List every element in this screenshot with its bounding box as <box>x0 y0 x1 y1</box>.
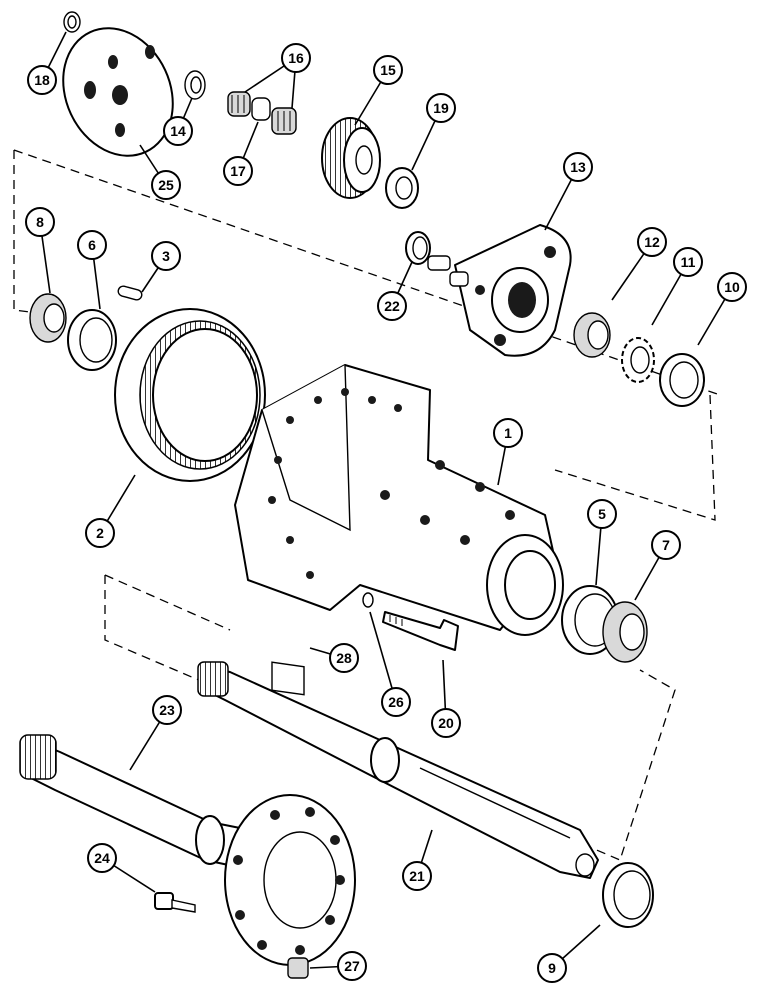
bearing-cup-inner <box>67 309 117 371</box>
housing-bolt <box>382 611 459 651</box>
callout-1: 1 <box>493 418 523 448</box>
svg-text:2: 2 <box>96 525 104 541</box>
callout-15: 15 <box>373 55 403 85</box>
thrust-washer <box>184 70 206 100</box>
wheel-nut <box>287 957 309 979</box>
axle-housing <box>234 364 564 636</box>
svg-text:7: 7 <box>662 537 670 553</box>
bolt-washer <box>362 592 374 608</box>
svg-text:3: 3 <box>162 248 170 264</box>
svg-text:8: 8 <box>36 214 44 230</box>
lock-nut <box>573 312 611 358</box>
callout-16: 16 <box>281 43 311 73</box>
callout-24: 24 <box>87 843 117 873</box>
callout-14: 14 <box>163 116 193 146</box>
svg-text:22: 22 <box>384 298 400 314</box>
callout-19: 19 <box>426 93 456 123</box>
svg-text:14: 14 <box>170 123 186 139</box>
svg-text:21: 21 <box>409 868 425 884</box>
callout-20: 20 <box>431 708 461 738</box>
seal-ring <box>659 353 705 407</box>
gear-washer <box>385 167 419 209</box>
small-washer <box>63 11 81 33</box>
lock-washer <box>621 337 655 383</box>
callout-3: 3 <box>151 241 181 271</box>
callout-25: 25 <box>151 170 181 200</box>
callout-5: 5 <box>587 499 617 529</box>
callout-28: 28 <box>329 643 359 673</box>
svg-text:11: 11 <box>681 254 696 270</box>
dowel-pin <box>117 285 143 301</box>
svg-text:24: 24 <box>94 850 110 866</box>
outer-axle-shaft <box>19 734 356 966</box>
svg-text:15: 15 <box>380 62 396 78</box>
bearing-cone-outer <box>602 601 648 663</box>
needle-bearings <box>227 91 297 135</box>
svg-text:23: 23 <box>159 702 175 718</box>
callout-17: 17 <box>223 156 253 186</box>
callout-27: 27 <box>337 951 367 981</box>
outer-seal <box>602 862 654 928</box>
svg-text:16: 16 <box>288 50 304 66</box>
svg-text:27: 27 <box>344 958 360 974</box>
svg-text:18: 18 <box>34 72 50 88</box>
svg-text:12: 12 <box>644 234 660 250</box>
callout-6: 6 <box>77 230 107 260</box>
svg-text:19: 19 <box>433 100 449 116</box>
svg-text:28: 28 <box>336 650 352 666</box>
svg-text:25: 25 <box>158 177 174 193</box>
svg-text:6: 6 <box>88 237 96 253</box>
callout-9: 9 <box>537 953 567 983</box>
ring-gear <box>114 308 266 482</box>
svg-text:1: 1 <box>504 425 512 441</box>
svg-text:10: 10 <box>724 279 740 295</box>
callout-23: 23 <box>152 695 182 725</box>
svg-text:17: 17 <box>230 163 246 179</box>
svg-text:26: 26 <box>388 694 404 710</box>
planet-carrier <box>427 224 572 357</box>
callout-26: 26 <box>381 687 411 717</box>
callout-18: 18 <box>27 65 57 95</box>
callout-2: 2 <box>85 518 115 548</box>
callout-10: 10 <box>717 272 747 302</box>
wheel-stud <box>154 892 196 913</box>
callout-8: 8 <box>25 207 55 237</box>
callout-21: 21 <box>402 861 432 891</box>
svg-text:9: 9 <box>548 960 556 976</box>
svg-text:5: 5 <box>598 506 606 522</box>
callout-12: 12 <box>637 227 667 257</box>
assembly-guide-lines <box>13 149 721 861</box>
planet-gear <box>321 117 381 199</box>
inner-axle-shaft <box>197 661 599 879</box>
planet-carrier-plate <box>62 27 174 157</box>
decal-plate <box>271 661 305 696</box>
bearing-cone-inner <box>29 293 67 343</box>
callout-11: 11 <box>673 247 703 277</box>
callout-22: 22 <box>377 291 407 321</box>
callout-7: 7 <box>651 530 681 560</box>
svg-text:13: 13 <box>570 159 586 175</box>
snap-ring <box>405 231 431 265</box>
callout-13: 13 <box>563 152 593 182</box>
svg-text:20: 20 <box>438 715 454 731</box>
